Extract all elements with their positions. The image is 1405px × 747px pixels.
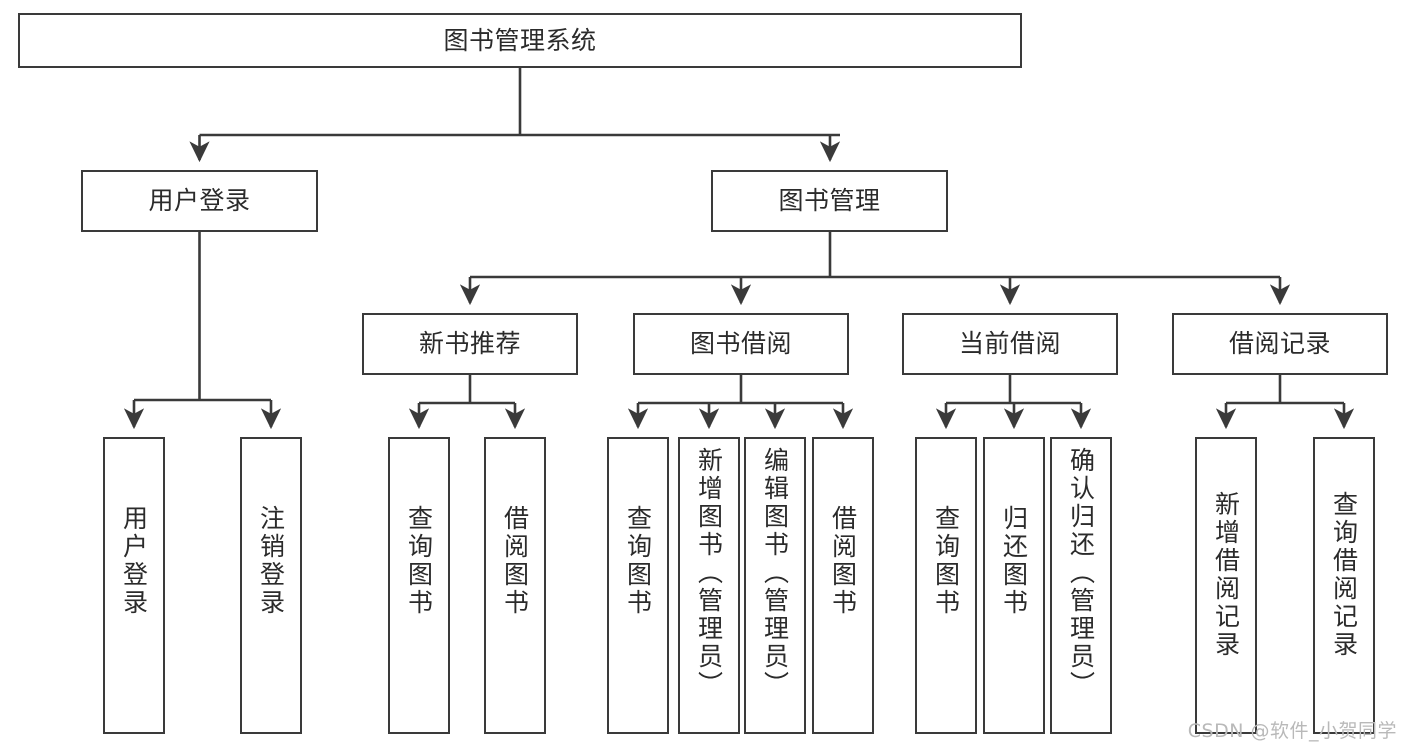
- node-leaf-add-record-label: 新增借阅记录: [1211, 491, 1241, 659]
- node-leaf-confirm-return[interactable]: 确认归还（管理员）: [1050, 437, 1112, 734]
- node-leaf-borrow-book-1-label: 借阅图书: [500, 505, 530, 617]
- node-leaf-edit-book-label: 编辑图书（管理员）: [760, 447, 790, 699]
- node-leaf-user-login[interactable]: 用户登录: [103, 437, 165, 734]
- node-leaf-edit-book[interactable]: 编辑图书（管理员）: [744, 437, 806, 734]
- node-leaf-borrow-book-2-label: 借阅图书: [828, 505, 858, 617]
- node-leaf-query-book-1-label: 查询图书: [404, 505, 434, 617]
- node-leaf-query-book-3-label: 查询图书: [931, 505, 961, 617]
- node-leaf-return-book-label: 归还图书: [999, 505, 1029, 617]
- node-leaf-add-book-label: 新增图书（管理员）: [694, 447, 724, 699]
- node-leaf-user-login-label: 用户登录: [119, 505, 149, 617]
- node-book-borrow[interactable]: 图书借阅: [633, 313, 849, 375]
- node-leaf-return-book[interactable]: 归还图书: [983, 437, 1045, 734]
- node-borrow-records-label: 借阅记录: [1228, 329, 1331, 359]
- node-leaf-add-record[interactable]: 新增借阅记录: [1195, 437, 1257, 734]
- watermark-text: CSDN @软件_小贺同学: [1187, 720, 1397, 742]
- node-leaf-query-record[interactable]: 查询借阅记录: [1313, 437, 1375, 734]
- node-book-manage-label: 图书管理: [778, 186, 881, 216]
- node-leaf-borrow-book-2[interactable]: 借阅图书: [812, 437, 874, 734]
- node-leaf-logout-login-label: 注销登录: [256, 505, 286, 617]
- node-leaf-query-book-1[interactable]: 查询图书: [388, 437, 450, 734]
- node-leaf-query-book-2-label: 查询图书: [623, 505, 653, 617]
- node-leaf-logout-login[interactable]: 注销登录: [240, 437, 302, 734]
- node-user-login[interactable]: 用户登录: [81, 170, 318, 232]
- node-leaf-query-book-3[interactable]: 查询图书: [915, 437, 977, 734]
- node-new-book-recommend-label: 新书推荐: [418, 329, 521, 359]
- node-borrow-records[interactable]: 借阅记录: [1172, 313, 1388, 375]
- node-leaf-confirm-return-label: 确认归还（管理员）: [1066, 447, 1096, 699]
- node-book-borrow-label: 图书借阅: [689, 329, 792, 359]
- node-root[interactable]: 图书管理系统: [18, 13, 1022, 68]
- node-leaf-borrow-book-1[interactable]: 借阅图书: [484, 437, 546, 734]
- node-leaf-query-book-2[interactable]: 查询图书: [607, 437, 669, 734]
- node-leaf-query-record-label: 查询借阅记录: [1329, 491, 1359, 659]
- node-book-manage[interactable]: 图书管理: [711, 170, 948, 232]
- node-current-borrow[interactable]: 当前借阅: [902, 313, 1118, 375]
- node-user-login-label: 用户登录: [148, 186, 251, 216]
- node-leaf-add-book[interactable]: 新增图书（管理员）: [678, 437, 740, 734]
- node-new-book-recommend[interactable]: 新书推荐: [362, 313, 578, 375]
- node-root-label: 图书管理系统: [443, 25, 597, 55]
- node-current-borrow-label: 当前借阅: [958, 329, 1061, 359]
